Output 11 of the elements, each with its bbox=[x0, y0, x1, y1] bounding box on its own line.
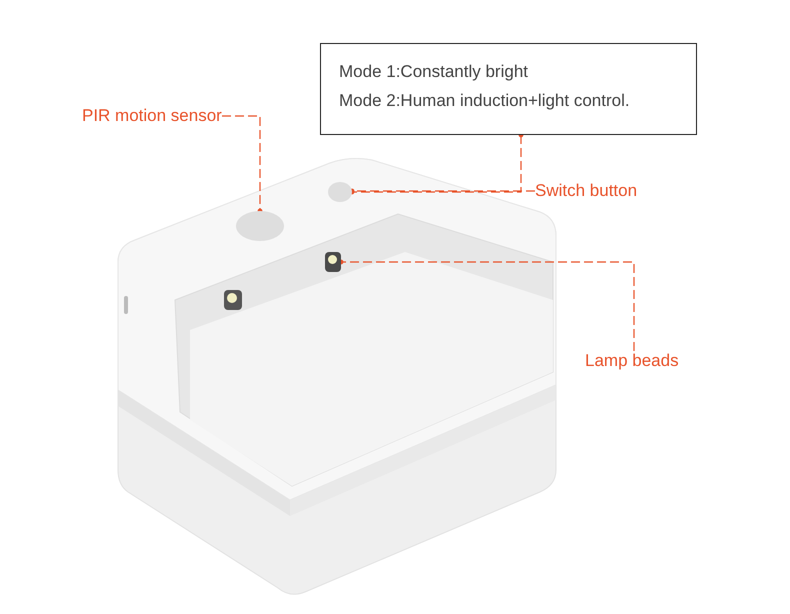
leader-line bbox=[350, 188, 535, 194]
mode-info-box bbox=[320, 43, 697, 135]
callout-label: PIR motion sensor bbox=[82, 106, 222, 126]
lamp-bead bbox=[325, 252, 341, 272]
callout-label: Switch button bbox=[535, 181, 638, 201]
callout-label: Lamp beads bbox=[585, 351, 679, 371]
mode-description: Mode 1:Constantly bright bbox=[339, 62, 529, 82]
leader-line bbox=[338, 260, 635, 351]
leader-line bbox=[350, 132, 524, 194]
leader-line bbox=[222, 115, 262, 214]
mode-description: Mode 2:Human induction+light control. bbox=[339, 91, 631, 111]
